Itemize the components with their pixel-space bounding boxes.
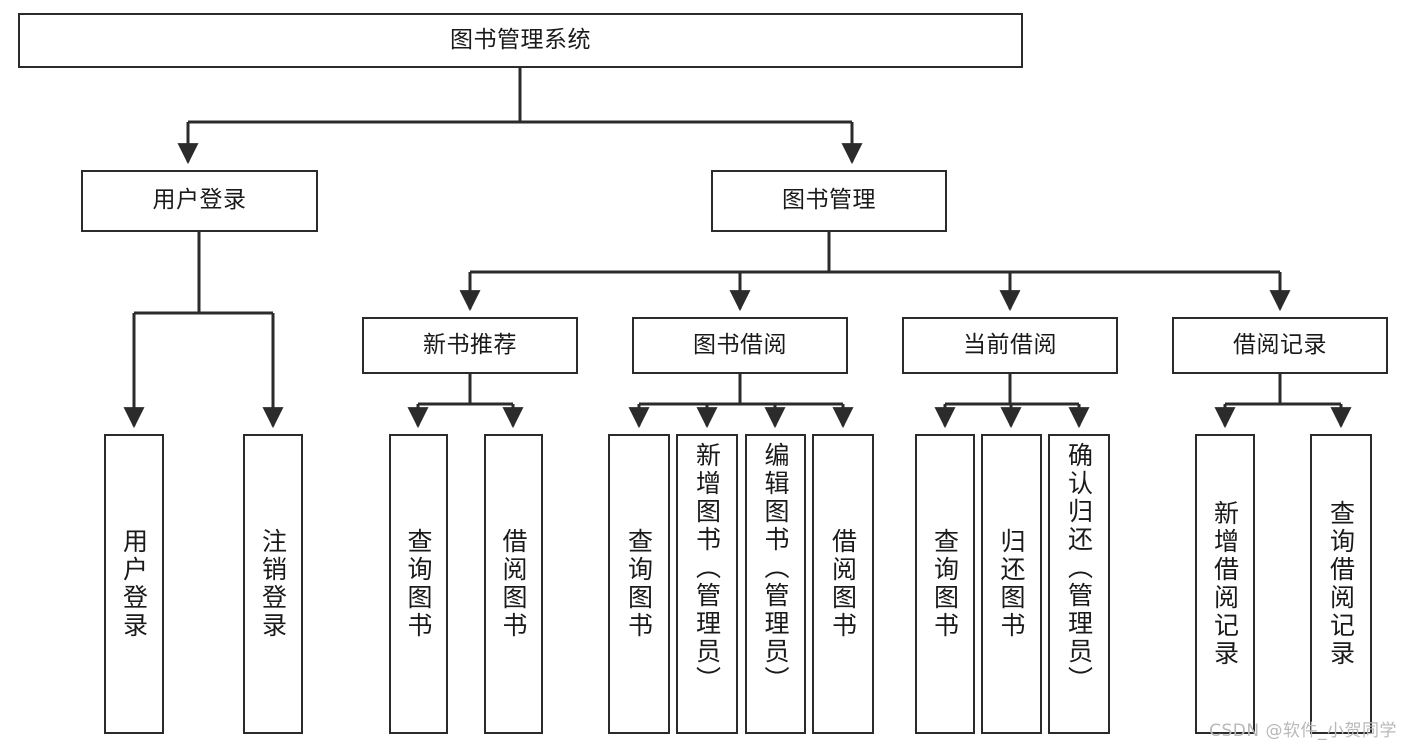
leaf-confirm-return-admin-label: 确认归还（管理员） [1064,442,1094,694]
csdn-watermark: CSDN @软件_小贺同学 [1209,721,1397,741]
leaf-query-book-1-label: 查询图书 [404,528,433,640]
leaf-borrow-book-2[interactable]: 借阅图书 [812,434,874,734]
leaf-query-book-2[interactable]: 查询图书 [608,434,670,734]
leaf-logout[interactable]: 注销登录 [243,434,303,734]
leaf-add-borrow-record[interactable]: 新增借阅记录 [1195,434,1255,734]
leaf-add-book-admin[interactable]: 新增图书（管理员） [676,434,738,734]
leaf-query-borrow-record-label: 查询借阅记录 [1326,500,1356,668]
node-book-management-label: 图书管理 [782,187,876,214]
leaf-query-book-3[interactable]: 查询图书 [915,434,975,734]
leaf-borrow-book-2-label: 借阅图书 [828,528,858,640]
leaf-query-book-1[interactable]: 查询图书 [389,434,448,734]
leaf-add-borrow-record-label: 新增借阅记录 [1210,500,1240,668]
leaf-confirm-return-admin[interactable]: 确认归还（管理员） [1048,434,1110,734]
leaf-borrow-book-1[interactable]: 借阅图书 [484,434,543,734]
node-borrow-records-label: 借阅记录 [1233,331,1327,358]
leaf-user-login-label: 用户登录 [119,528,149,640]
leaf-query-book-3-label: 查询图书 [930,528,960,640]
leaf-borrow-book-1-label: 借阅图书 [499,528,528,640]
node-new-book-recommend[interactable]: 新书推荐 [362,317,578,374]
node-current-borrow[interactable]: 当前借阅 [902,317,1118,374]
node-user-login[interactable]: 用户登录 [81,170,318,232]
node-current-borrow-label: 当前借阅 [963,331,1057,358]
leaf-logout-label: 注销登录 [258,528,288,640]
leaf-add-book-admin-label: 新增图书（管理员） [692,442,722,694]
node-root-label: 图书管理系统 [450,26,591,53]
leaf-edit-book-admin-label: 编辑图书（管理员） [761,442,790,694]
node-user-login-label: 用户登录 [152,187,247,214]
leaf-edit-book-admin[interactable]: 编辑图书（管理员） [745,434,806,734]
leaf-return-book-label: 归还图书 [997,528,1026,640]
leaf-return-book[interactable]: 归还图书 [981,434,1042,734]
leaf-query-borrow-record[interactable]: 查询借阅记录 [1310,434,1372,734]
leaf-user-login[interactable]: 用户登录 [104,434,164,734]
node-book-borrow-label: 图书借阅 [693,331,787,358]
node-book-borrow[interactable]: 图书借阅 [632,317,848,374]
leaf-query-book-2-label: 查询图书 [624,528,654,640]
node-book-management[interactable]: 图书管理 [711,170,947,232]
node-borrow-records[interactable]: 借阅记录 [1172,317,1388,374]
node-root[interactable]: 图书管理系统 [18,13,1023,68]
node-new-book-recommend-label: 新书推荐 [423,331,517,358]
